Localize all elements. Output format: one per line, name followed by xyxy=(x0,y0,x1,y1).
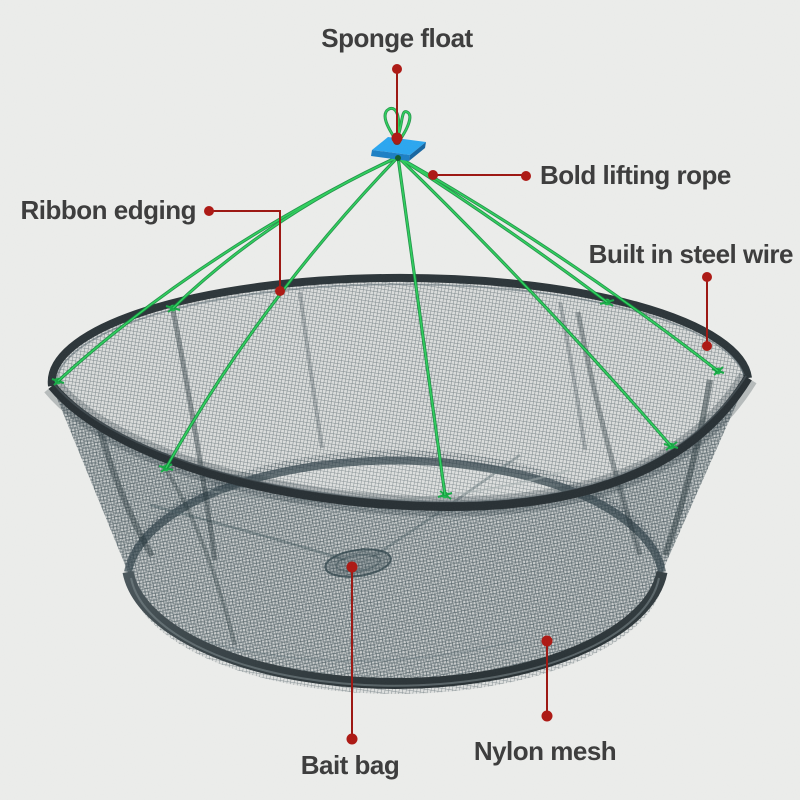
label-built-in-steel-wire: Built in steel wire xyxy=(588,238,794,269)
label-bait-bag: Bait bag xyxy=(300,750,400,780)
label-ribbon-edging: Ribbon edging xyxy=(20,194,197,225)
label-sponge-float: Sponge float xyxy=(321,23,473,53)
label-nylon-mesh: Nylon mesh xyxy=(473,736,617,766)
label-bold-lifting-rope: Bold lifting rope xyxy=(540,159,731,190)
